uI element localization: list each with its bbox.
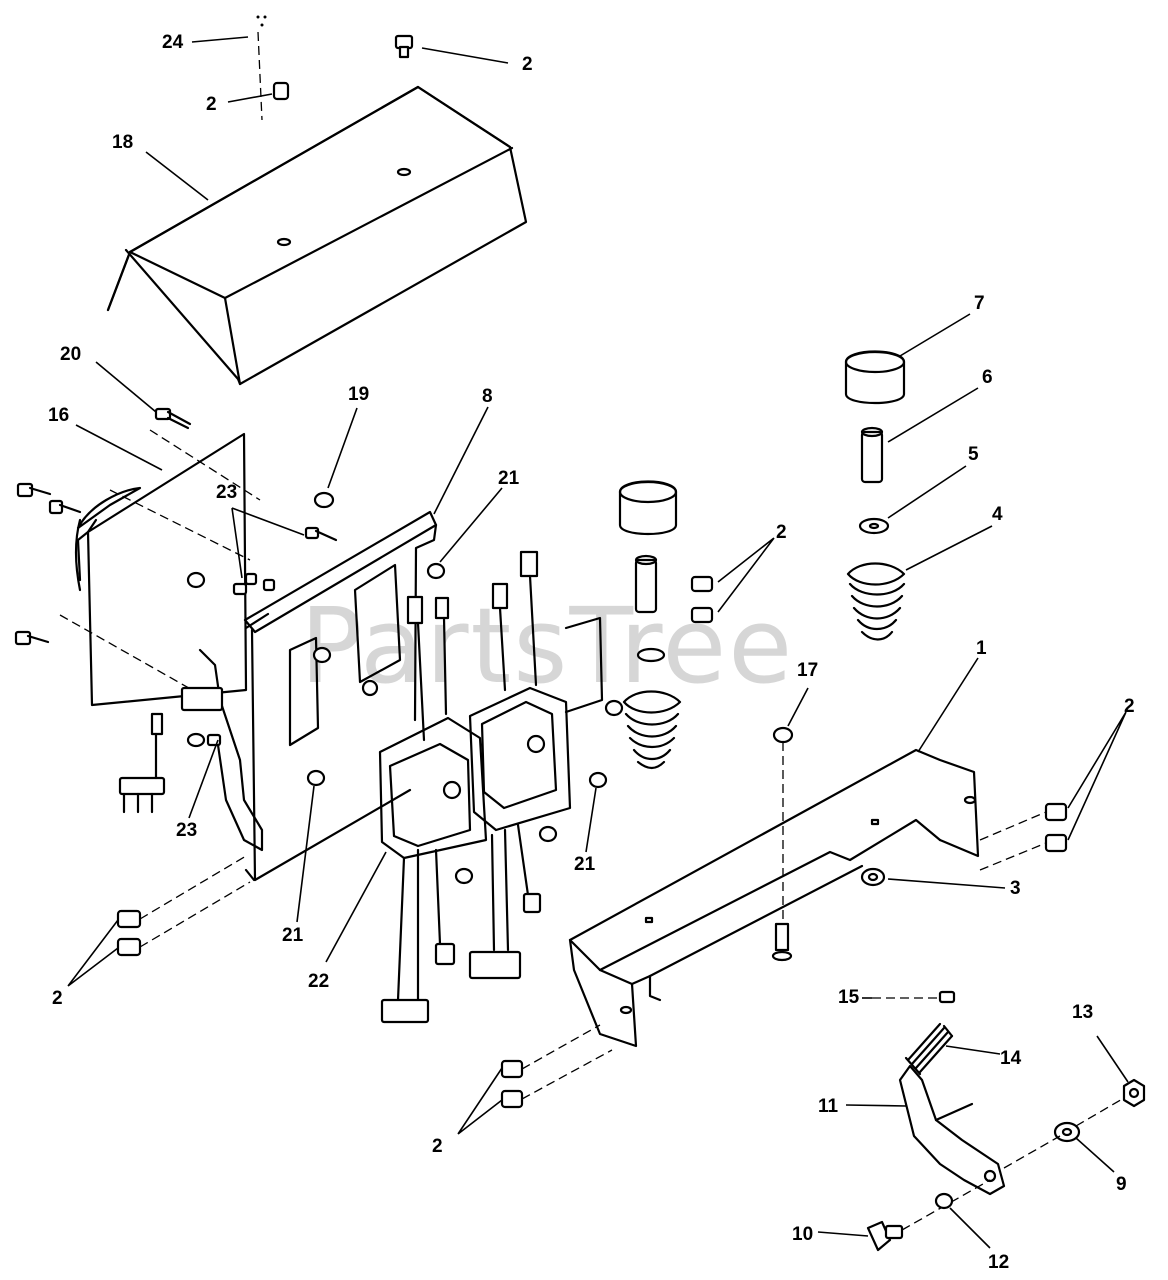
callout-11: 11 xyxy=(818,1096,839,1117)
part-14-spring xyxy=(904,1022,954,1076)
part-22-switch-assembly xyxy=(378,550,604,1002)
part-5-washer xyxy=(636,517,890,663)
watermark: PartsTree xyxy=(300,585,794,707)
part-4-spring xyxy=(622,562,906,770)
part-6-spacer-tube xyxy=(634,426,884,614)
callout-23: 23 xyxy=(216,482,237,503)
part-8-bracket xyxy=(243,510,438,882)
callout-6: 6 xyxy=(982,367,993,388)
callout-16: 16 xyxy=(48,405,69,426)
callout-2: 2 xyxy=(522,54,533,75)
callout-22: 22 xyxy=(308,971,329,992)
callout-3: 3 xyxy=(1010,878,1021,899)
callout-2: 2 xyxy=(206,94,217,115)
callout-21: 21 xyxy=(498,468,520,489)
callout-1: 1 xyxy=(976,638,987,659)
callout-24: 24 xyxy=(162,32,184,53)
part-3-nut xyxy=(860,867,886,887)
part-1-bracket xyxy=(568,748,980,1048)
callout-labels: 24 2 2 18 20 16 19 8 23 21 7 6 5 4 2 1 1… xyxy=(48,32,1135,1273)
part-15-pin xyxy=(872,990,956,1004)
callout-13: 13 xyxy=(1072,1002,1093,1023)
part-7-knob xyxy=(618,350,906,535)
part-24-pin xyxy=(256,15,267,121)
part-11-pedal xyxy=(898,1064,1006,1196)
callout-7: 7 xyxy=(974,293,985,314)
callout-10: 10 xyxy=(792,1224,813,1245)
callout-9: 9 xyxy=(1116,1174,1127,1195)
callout-20: 20 xyxy=(60,344,81,365)
part-13-nut xyxy=(1122,1078,1146,1108)
callout-17: 17 xyxy=(797,660,818,681)
callout-21: 21 xyxy=(282,925,304,946)
part-19-spacer xyxy=(186,491,335,748)
callout-2: 2 xyxy=(52,988,63,1009)
part-12-bushing xyxy=(934,1192,954,1210)
callout-14: 14 xyxy=(1000,1048,1022,1069)
callout-5: 5 xyxy=(968,444,979,465)
callout-2: 2 xyxy=(432,1136,443,1157)
part-9-washer xyxy=(1003,1097,1125,1169)
callout-18: 18 xyxy=(112,132,133,153)
callout-23: 23 xyxy=(176,820,197,841)
part-16-panel xyxy=(59,429,264,852)
callout-19: 19 xyxy=(348,384,369,405)
callout-21: 21 xyxy=(574,854,596,875)
callout-12: 12 xyxy=(988,1252,1009,1273)
callout-2: 2 xyxy=(1124,696,1135,717)
part-2-bolt xyxy=(272,34,414,101)
part-2-bolts xyxy=(116,575,1068,1109)
callout-8: 8 xyxy=(482,386,493,407)
part-17-nut xyxy=(771,726,794,962)
part-18-cover xyxy=(106,85,528,386)
part-connector-plugs xyxy=(118,686,542,1024)
leaders xyxy=(67,36,1129,1249)
callout-15: 15 xyxy=(838,987,860,1008)
part-20-bolt xyxy=(14,407,192,646)
part-21-nut xyxy=(306,562,624,885)
callout-2: 2 xyxy=(776,522,787,543)
callout-4: 4 xyxy=(992,504,1003,525)
part-10-bolt xyxy=(866,1179,991,1252)
